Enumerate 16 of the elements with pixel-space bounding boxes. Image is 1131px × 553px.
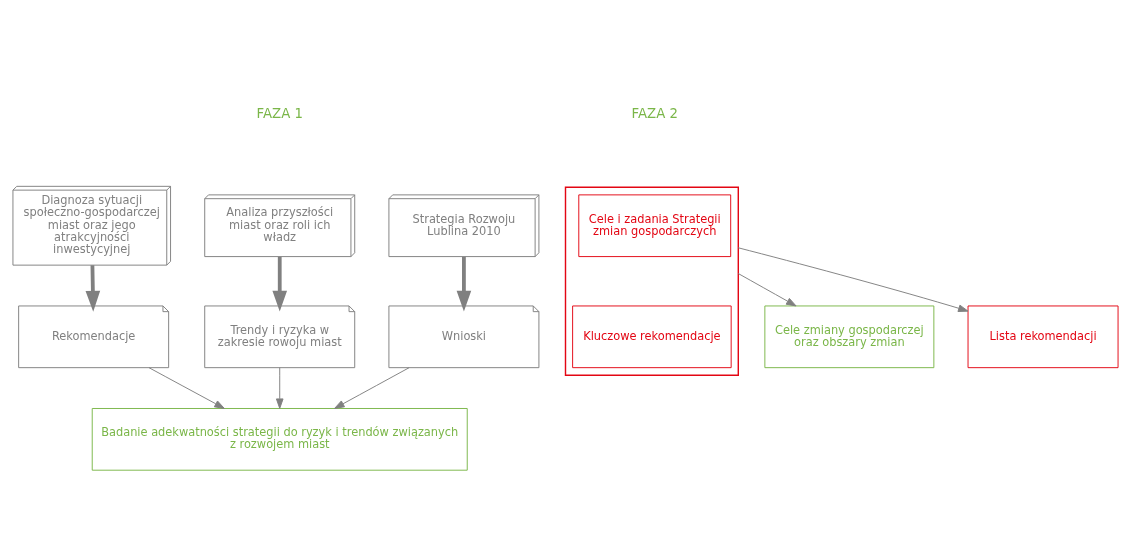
arrow — [334, 366, 410, 409]
arrow — [272, 256, 288, 312]
arrow — [85, 264, 101, 312]
arrow — [148, 366, 225, 409]
node-box: Lista rekomendacji — [967, 305, 1119, 368]
arrow — [737, 272, 797, 306]
node-box: Badanie adekwatności strategii do ryzyk i trendów związanych z rozwojem miast — [91, 407, 468, 471]
label: FAZA 2 — [631, 105, 678, 121]
cluster — [564, 186, 739, 376]
arrow — [737, 246, 969, 312]
arrow — [275, 366, 284, 409]
node-box: Cele i zadania Strategii zmian gospodarczych — [578, 193, 732, 257]
node-box: Cele zmiany gospodarczej oraz obszary zmian — [764, 305, 935, 368]
arrow — [456, 256, 472, 312]
label: FAZA 1 — [256, 105, 303, 121]
node-box: Kluczowe rekomendacje — [572, 305, 732, 368]
